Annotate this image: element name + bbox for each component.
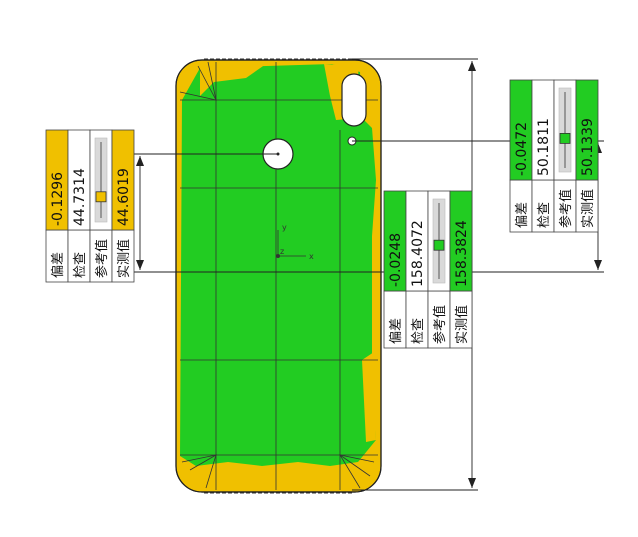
measured-value: 50.1339	[580, 118, 596, 176]
deviation-gauge-marker	[95, 191, 107, 203]
value-cell-measured	[111, 129, 135, 231]
row-label-deviation: 偏差	[389, 318, 404, 344]
camera-slot	[341, 73, 367, 127]
deviation-gauge-marker	[433, 239, 445, 251]
annotation-tables: 偏差-0.1296检查44.7314参考值实测值44.6019偏差-0.0248…	[45, 79, 599, 349]
check-value: 44.7314	[72, 168, 88, 226]
warning-patch-bottom-left	[210, 468, 260, 486]
axis-x-label: x	[309, 252, 314, 261]
row-label-reference: 参考值	[432, 305, 448, 344]
row-label-check: 检查	[73, 252, 88, 278]
annotation-table-length-middle: 偏差 -0.0248 检查 158.4072 参考值实测值 158.3824	[383, 190, 473, 349]
check-value: 158.4072	[410, 220, 426, 287]
row-label-reference: 参考值	[94, 239, 110, 278]
row-label-reference: 参考值	[558, 189, 574, 228]
row-label-measured: 实测值	[454, 305, 470, 344]
warning-patch-right-edge	[362, 352, 376, 442]
deviation-gauge-marker	[559, 132, 571, 144]
deviation-value: -0.0472	[514, 122, 530, 176]
arrowheads	[136, 61, 602, 488]
row-label-measured: 实测值	[116, 239, 132, 278]
measured-value: 44.6019	[116, 168, 132, 226]
row-label-check: 检查	[537, 202, 552, 228]
warning-patch-bottom-right	[300, 458, 366, 484]
row-label-deviation: 偏差	[515, 202, 530, 228]
phone-body: y x z	[175, 58, 382, 494]
deviation-value: -0.1296	[50, 172, 66, 226]
coordinate-axes: y x z	[276, 223, 314, 261]
annotation-table-hole-left: 偏差 -0.1296 检查 44.7314 参考值实测值 44.6019	[45, 129, 135, 283]
row-label-check: 检查	[411, 318, 426, 344]
check-value: 50.1811	[536, 118, 552, 176]
row-label-measured: 实测值	[580, 189, 596, 228]
deviation-value: -0.0248	[388, 233, 404, 287]
body-outline-top	[175, 59, 382, 493]
in-tolerance-region	[180, 64, 376, 466]
warning-patch-top-left	[200, 64, 266, 96]
value-cell-measured	[449, 190, 473, 292]
annotation-table-hole-right: 偏差 -0.0472 检查 50.1811 参考值实测值 50.1339	[509, 79, 599, 233]
axis-z-label: z	[280, 247, 284, 256]
axis-y-label: y	[282, 223, 287, 232]
row-label-deviation: 偏差	[51, 252, 66, 278]
measured-value: 158.3824	[454, 220, 470, 287]
value-cell-measured	[575, 79, 599, 181]
